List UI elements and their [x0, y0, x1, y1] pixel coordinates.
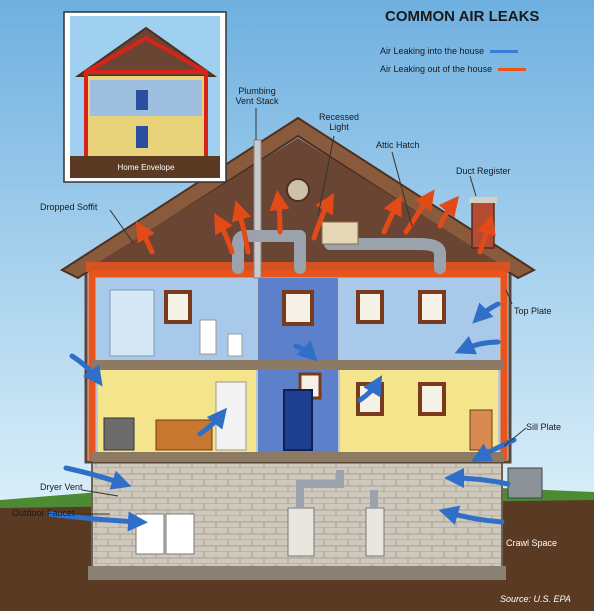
callout-recessed-line2: Light [329, 122, 349, 132]
shower [109, 289, 155, 357]
window [418, 382, 446, 416]
blue-arrows [47, 301, 517, 532]
blue-arrow-icon [490, 49, 519, 53]
wall-heater [469, 409, 493, 451]
window [356, 290, 384, 324]
bathroom-sink [199, 319, 217, 355]
callout-leaders [74, 108, 527, 515]
second-floor-slab [92, 360, 504, 370]
window [282, 290, 314, 326]
callout-recessed-line1: Recessed [318, 112, 360, 122]
legend-label: Air Leaking into the house [380, 46, 485, 56]
plumbing-vent-stack [253, 139, 262, 279]
crawl-space-floor [88, 566, 506, 580]
kitchen-cabinets [155, 419, 213, 451]
legend-item-in: Air Leaking into the house [380, 42, 580, 60]
basement-ducts [296, 470, 378, 508]
legend-item-out: Air Leaking out of the house [380, 60, 580, 78]
first-floor-slab [92, 452, 504, 462]
stove [103, 417, 135, 451]
callout-top-plate: Top Plate [514, 306, 552, 316]
callout-recessed: Recessed Light [316, 112, 362, 132]
roof [59, 116, 537, 280]
callout-dryer-vent: Dryer Vent [40, 482, 83, 492]
callout-plumbing-line1: Plumbing [238, 86, 276, 96]
callout-sill-plate: Sill Plate [526, 422, 562, 432]
window [418, 290, 446, 324]
attic [86, 138, 510, 270]
callout-crawl-space: Crawl Space [506, 538, 558, 548]
callout-plumbing-line2: Vent Stack [235, 96, 279, 106]
dryer [165, 513, 195, 555]
chimney-cap [469, 197, 497, 203]
callout-outdoor-faucet: Outdoor Faucet [12, 508, 75, 518]
front-door [283, 389, 313, 451]
red-arrows [135, 189, 496, 255]
attic-vent [286, 178, 310, 202]
red-arrow-icon [498, 67, 527, 71]
window [164, 290, 192, 324]
legend: Air Leaking into the house Air Leaking o… [380, 42, 580, 78]
attic-hatch-box [321, 221, 359, 245]
legend-label: Air Leaking out of the house [380, 64, 493, 74]
callout-attic-hatch: Attic Hatch [376, 140, 420, 150]
callout-dropped-soffit: Dropped Soffit [40, 202, 98, 212]
water-heater [365, 507, 385, 557]
home-envelope-inset: Home Envelope [63, 11, 227, 183]
title: COMMON AIR LEAKS [385, 8, 540, 25]
ac-unit [507, 467, 543, 499]
callout-plumbing: Plumbing Vent Stack [232, 86, 282, 106]
source-credit: Source: U.S. EPA [500, 594, 571, 604]
toilet [227, 333, 243, 357]
callout-duct-register: Duct Register [456, 166, 511, 176]
furnace [287, 507, 315, 557]
inset-label: Home Envelope [118, 163, 175, 172]
